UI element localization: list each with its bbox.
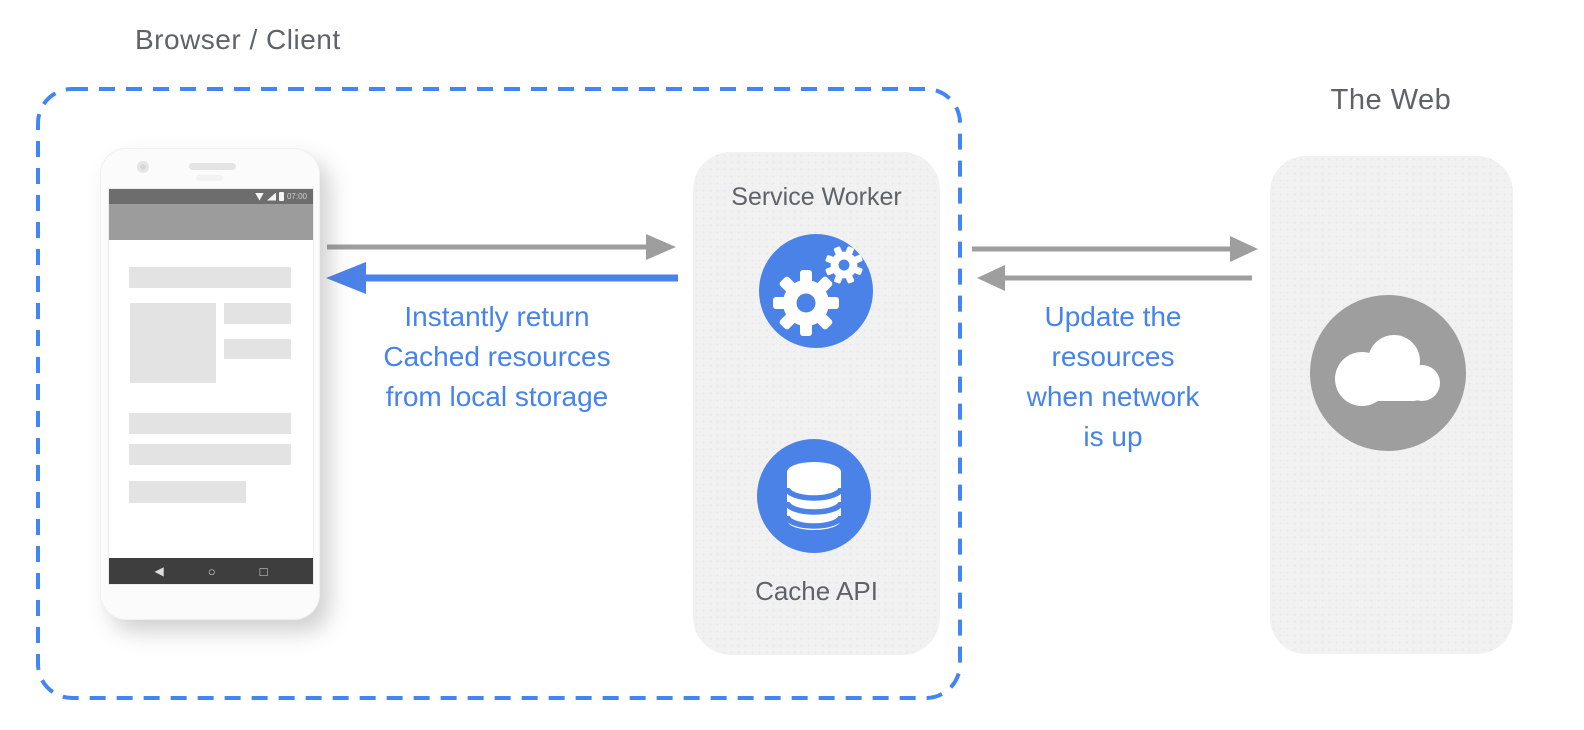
cloud-icon [1335, 335, 1440, 406]
phone-app-bar [109, 204, 313, 240]
gears-icon [773, 246, 863, 336]
request-arrow-sw-to-web [972, 236, 1258, 262]
phone-nav-bar: ◀ ○ □ [109, 558, 313, 584]
phone-camera-dot [137, 161, 149, 173]
the-web-panel [1270, 156, 1513, 654]
content-placeholder-bar [129, 267, 291, 288]
cache-api-label: Cache API [755, 576, 878, 606]
signal-icon [266, 192, 276, 201]
database-icon [784, 462, 844, 530]
request-arrow-phone-to-sw [327, 234, 676, 260]
content-placeholder-image [130, 303, 216, 383]
content-placeholder-bar [224, 303, 291, 324]
content-placeholder-bar [129, 444, 291, 465]
the-web-label: The Web [1330, 84, 1452, 116]
recents-icon: □ [259, 563, 268, 579]
service-worker-badge [759, 234, 873, 348]
cache-api-badge [757, 439, 871, 553]
response-arrow-web-to-sw [977, 265, 1252, 291]
home-icon: ○ [207, 563, 216, 579]
battery-icon [278, 192, 284, 201]
back-icon: ◀ [154, 564, 164, 578]
status-time: 07:00 [286, 191, 307, 201]
service-worker-title: Service Worker [731, 183, 902, 211]
content-placeholder-bar [129, 413, 291, 434]
browser-client-label: Browser / Client [135, 24, 341, 55]
service-worker-panel: Service Worker [693, 152, 940, 655]
phone-sensor [196, 175, 223, 181]
phone-screen: 07:00 ◀ ○ □ [109, 189, 313, 584]
content-placeholder-bar [224, 339, 291, 359]
phone-mockup: 07:00 ◀ ○ □ [100, 148, 320, 620]
web-badge [1310, 295, 1466, 451]
cached-response-arrow-sw-to-phone [326, 262, 678, 294]
content-placeholder-bar [129, 481, 246, 503]
phone-status-bar: 07:00 [109, 189, 313, 204]
phone-speaker [189, 163, 236, 170]
cache-flow-annotation: Instantly return Cached resources from l… [383, 301, 611, 412]
wifi-icon [254, 192, 264, 201]
network-flow-annotation: Update the resources when network is up [1026, 301, 1200, 452]
